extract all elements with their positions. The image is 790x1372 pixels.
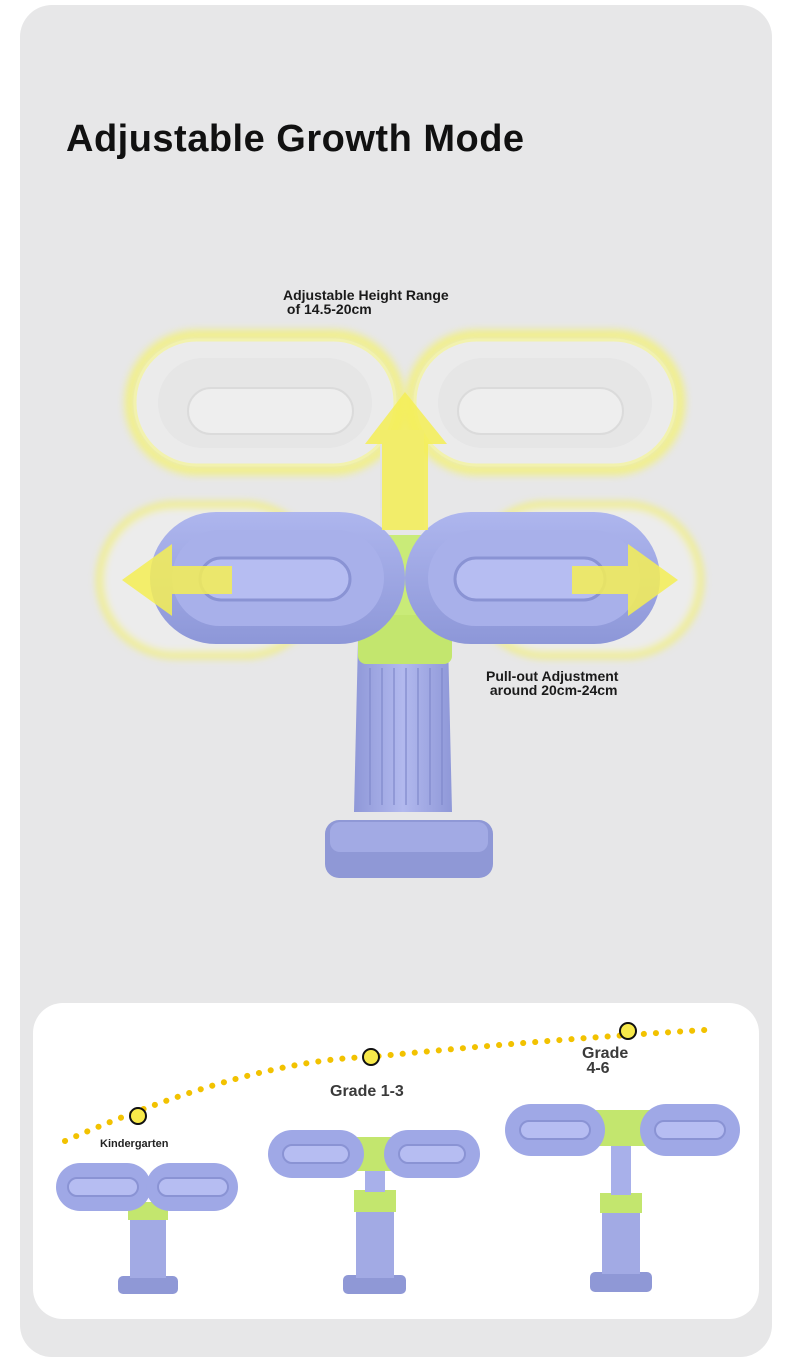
up-arrow-icon (365, 392, 447, 530)
main-product-illustration (97, 330, 703, 878)
stand-grade-1-3 (268, 1130, 480, 1294)
stage-label-grade-1-3: Grade 1-3 (330, 1083, 404, 1100)
pullout-adjustment-note: Pull-out Adjustment around 20cm-24cm (486, 668, 619, 698)
height-range-note: Adjustable Height Range of 14.5-20cm (283, 287, 449, 317)
arrow-icons (122, 392, 678, 616)
ghost-raised-pads (125, 330, 685, 530)
page-title: Adjustable Growth Mode (66, 118, 525, 160)
seat-pads (150, 512, 660, 644)
stage-marker-grade-4-6 (619, 1022, 637, 1040)
growth-dotted-line (62, 1027, 708, 1144)
stage-label-kindergarten: Kindergarten (100, 1138, 169, 1150)
stand-grade-4-6 (505, 1104, 740, 1292)
stage-marker-grade-1-3 (362, 1048, 380, 1066)
stage-label-grade-4-6: Grade 4-6 (582, 1045, 629, 1077)
stand-kindergarten (56, 1163, 238, 1294)
right-arrow-icon (572, 544, 678, 616)
stage-marker-kindergarten (129, 1107, 147, 1125)
left-arrow-icon (122, 544, 232, 616)
